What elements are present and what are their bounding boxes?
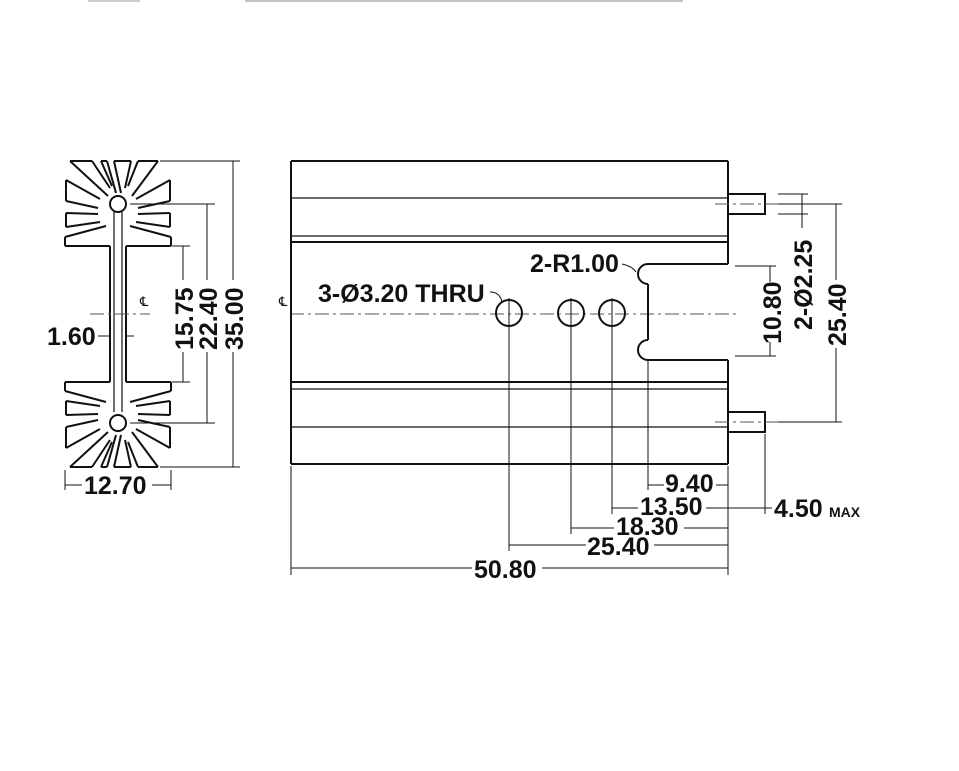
side-view: ℄ — [278, 160, 861, 584]
inner-height-label: 15.75 — [171, 287, 199, 350]
end-view: ℄ 1.60 12.70 15.75 22.40 — [47, 160, 249, 500]
pin-diameter-label: 2-Ø2.25 — [790, 240, 818, 330]
end-view-centerline-symbol: ℄ — [139, 295, 149, 310]
horizontal-dimensions: 9.40 13.50 18.30 25.40 50.80 4.50 MAX — [290, 328, 861, 584]
hole-spacing-label: 22.40 — [195, 287, 223, 350]
central-web — [109, 212, 127, 412]
inner-height-dimension: 15.75 — [171, 245, 199, 383]
dim-13-50-label: 13.50 — [640, 493, 703, 521]
hole-spacing-dimension: 22.40 — [130, 203, 223, 424]
width-label: 12.70 — [84, 472, 147, 500]
pin-length-label: 4.50 — [774, 495, 823, 523]
web-thickness-dimension: 1.60 — [47, 323, 134, 351]
pin-spacing-label: 25.40 — [824, 283, 852, 346]
pin-spacing-dimension: 25.40 — [778, 203, 852, 423]
lower-pin — [715, 411, 780, 433]
web-thickness-label: 1.60 — [47, 323, 96, 351]
slot-height-dimension: 10.80 — [735, 265, 787, 357]
dim-25-40-label: 25.40 — [587, 533, 650, 561]
radius-callout-label: 2-R1.00 — [530, 250, 619, 278]
through-holes — [495, 298, 626, 328]
dim-18-30-label: 18.30 — [616, 513, 679, 541]
overall-height-dimension: 35.00 — [160, 160, 249, 468]
upper-screw-hole — [109, 195, 127, 213]
hole-callout: 3-Ø3.20 THRU — [318, 280, 503, 308]
heatsink-profile — [64, 160, 172, 468]
upper-pin — [715, 193, 780, 215]
width-dimension: 12.70 — [64, 470, 172, 500]
pin-diameter-dimension: 2-Ø2.25 — [778, 193, 818, 330]
overall-length-label: 50.80 — [474, 556, 537, 584]
dim-9-40-label: 9.40 — [665, 470, 714, 498]
end-slot — [637, 263, 728, 361]
slot-height-label: 10.80 — [759, 281, 787, 344]
lower-fin-block — [64, 381, 172, 468]
upper-fin-block — [64, 160, 172, 247]
lower-screw-hole — [109, 414, 127, 432]
radius-callout: 2-R1.00 — [530, 250, 637, 278]
pin-length-suffix: MAX — [829, 504, 861, 520]
side-view-centerline-symbol: ℄ — [278, 295, 288, 310]
hole-callout-label: 3-Ø3.20 THRU — [318, 280, 485, 308]
overall-height-label: 35.00 — [221, 287, 249, 350]
